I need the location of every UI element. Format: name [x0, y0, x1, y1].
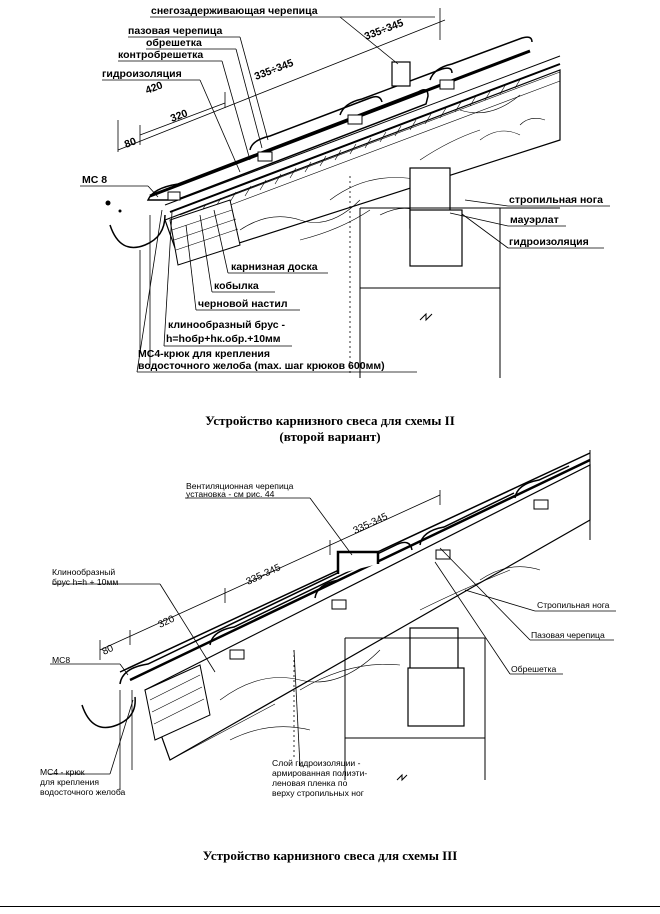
figure1-caption-line1: Устройство карнизного свеса для схемы II — [205, 413, 455, 428]
dim-80: 80 — [123, 135, 138, 150]
label-hook-line2: для крепления — [40, 777, 99, 787]
label-mauerlat: мауэрлат — [510, 214, 559, 226]
label-film-line1: Слой гидроизоляции - — [272, 758, 361, 768]
label-wedge-line2: брус h=h + 10мм — [52, 577, 118, 587]
label-wedge-line1: Клинообразный — [52, 567, 115, 577]
figure2-dim-lines — [99, 490, 441, 660]
label-eaves-board: карнизная доска — [231, 261, 318, 273]
dim-80: 80 — [101, 643, 116, 658]
label-kobylka: кобылка — [214, 280, 259, 292]
label-film-line3: леновая пленка по — [272, 778, 348, 788]
label-groove-tile: пазовая черепица — [128, 25, 222, 37]
label-rough-deck: черновой настил — [198, 298, 288, 310]
dim-320: 320 — [169, 107, 190, 125]
label-vent-line2: установка - см рис. 44 — [186, 489, 275, 499]
label-mc8: MC8 — [52, 655, 70, 665]
label-counter-batten: контробрешетка — [118, 49, 203, 61]
figure2-drawing — [81, 450, 591, 790]
label-hook-line3: водосточного желоба — [40, 787, 126, 797]
figure1-caption-line2: (второй вариант) — [279, 429, 381, 444]
label-rafter: стропильная нога — [509, 194, 603, 206]
label-wedge-line1: клинообразный брус - — [168, 319, 286, 331]
label-hook-line2: водосточного желоба (max. шаг крюков 600… — [138, 360, 385, 372]
figure1-caption: Устройство карнизного свеса для схемы II… — [170, 413, 490, 445]
label-film-line2: армированная полиэти- — [272, 768, 367, 778]
label-rafter: Стропильная нога — [537, 600, 610, 610]
label-vent-line1: Вентиляционная черепица — [186, 481, 294, 491]
label-hook-line1: MC4 - крюк — [40, 767, 85, 777]
figure2-caption: Устройство карнизного свеса для схемы II… — [202, 848, 458, 863]
label-hook-line1: MC4-крюк для крепления — [138, 348, 270, 360]
dim-335-a: 335÷345 — [253, 57, 296, 83]
label-mc8: MC 8 — [82, 174, 107, 186]
label-waterproofing-right: гидроизоляция — [509, 236, 589, 248]
footer-rule — [0, 906, 660, 907]
label-wedge-line2: h=hобр+hк.обр.+10мм — [166, 333, 281, 345]
dim-335-b: 335÷345 — [363, 17, 406, 43]
figure2-leaders — [48, 497, 616, 775]
dim-335-b: 335-345 — [352, 511, 390, 537]
label-batten: обрешетка — [146, 37, 202, 49]
label-groove-tile: Пазовая черепица — [531, 630, 605, 640]
label-film-line4: верху стропильных ног — [272, 788, 364, 798]
label-snow-tile: снегозадерживающая черепица — [151, 5, 318, 17]
figure1-drawing — [105, 36, 561, 378]
figure1-dim-lines — [117, 8, 446, 152]
label-waterproofing-top: гидроизоляция — [102, 68, 182, 80]
figure1-leaders — [80, 16, 610, 373]
label-batten: Обрешетка — [511, 664, 556, 674]
dim-335-a: 335-345 — [245, 562, 283, 588]
dim-420: 420 — [144, 79, 165, 97]
